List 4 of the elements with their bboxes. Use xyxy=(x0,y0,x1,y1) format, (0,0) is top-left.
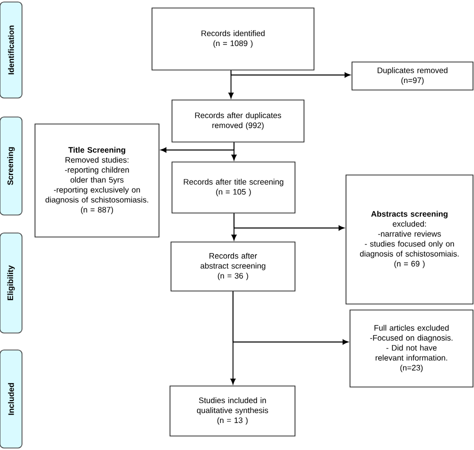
arrow xyxy=(230,70,350,78)
arrow xyxy=(234,212,344,231)
arrow xyxy=(160,142,234,153)
arrow xyxy=(232,290,348,345)
